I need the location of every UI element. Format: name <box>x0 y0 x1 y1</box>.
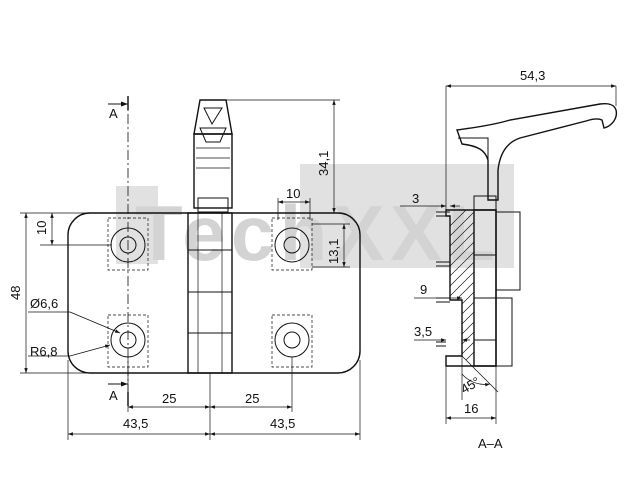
dim-lever-length: 54,3 <box>520 68 545 83</box>
dim-section-35: 3,5 <box>414 324 432 339</box>
section-view: 54,3 3 9 3,5 16 45° A–A <box>400 68 618 451</box>
watermark: TechXXL <box>116 164 514 277</box>
dim-corner-radius: R6,8 <box>30 344 57 359</box>
dim-section-16: 16 <box>464 401 478 416</box>
pin-bottom <box>436 341 446 347</box>
section-mark-bottom: A <box>109 388 118 403</box>
front-dimensions: 25 25 43,5 43,5 48 10 Ø6,6 R6,8 10 13 <box>8 99 361 440</box>
dim-counterbore-height: 13,1 <box>326 239 341 264</box>
dim-section-9: 9 <box>420 282 427 297</box>
watermark-text: TechXXL <box>135 189 495 277</box>
pin-mid-upper <box>436 261 450 267</box>
section-hatching <box>449 209 475 361</box>
front-view: A A <box>67 96 361 406</box>
lever-front <box>193 99 233 213</box>
pin-mid-lower <box>436 297 450 303</box>
dim-lever-height: 34,1 <box>316 151 331 176</box>
dim-hole-diameter: Ø6,6 <box>30 296 58 311</box>
dim-width-left: 43,5 <box>123 416 148 431</box>
section-mark-top: A <box>109 106 118 121</box>
dim-hole-spacing-right: 25 <box>245 391 259 406</box>
dim-overall-height: 48 <box>8 286 23 300</box>
dim-counterbore-width: 10 <box>286 186 300 201</box>
dim-width-right: 43,5 <box>270 416 295 431</box>
dim-section-3: 3 <box>412 191 419 206</box>
dim-hole-spacing-left: 25 <box>162 391 176 406</box>
dim-hole-offset-top: 10 <box>34 221 49 235</box>
pin-top <box>436 211 450 217</box>
hole-top-right <box>271 217 313 271</box>
section-label: A–A <box>478 436 503 451</box>
